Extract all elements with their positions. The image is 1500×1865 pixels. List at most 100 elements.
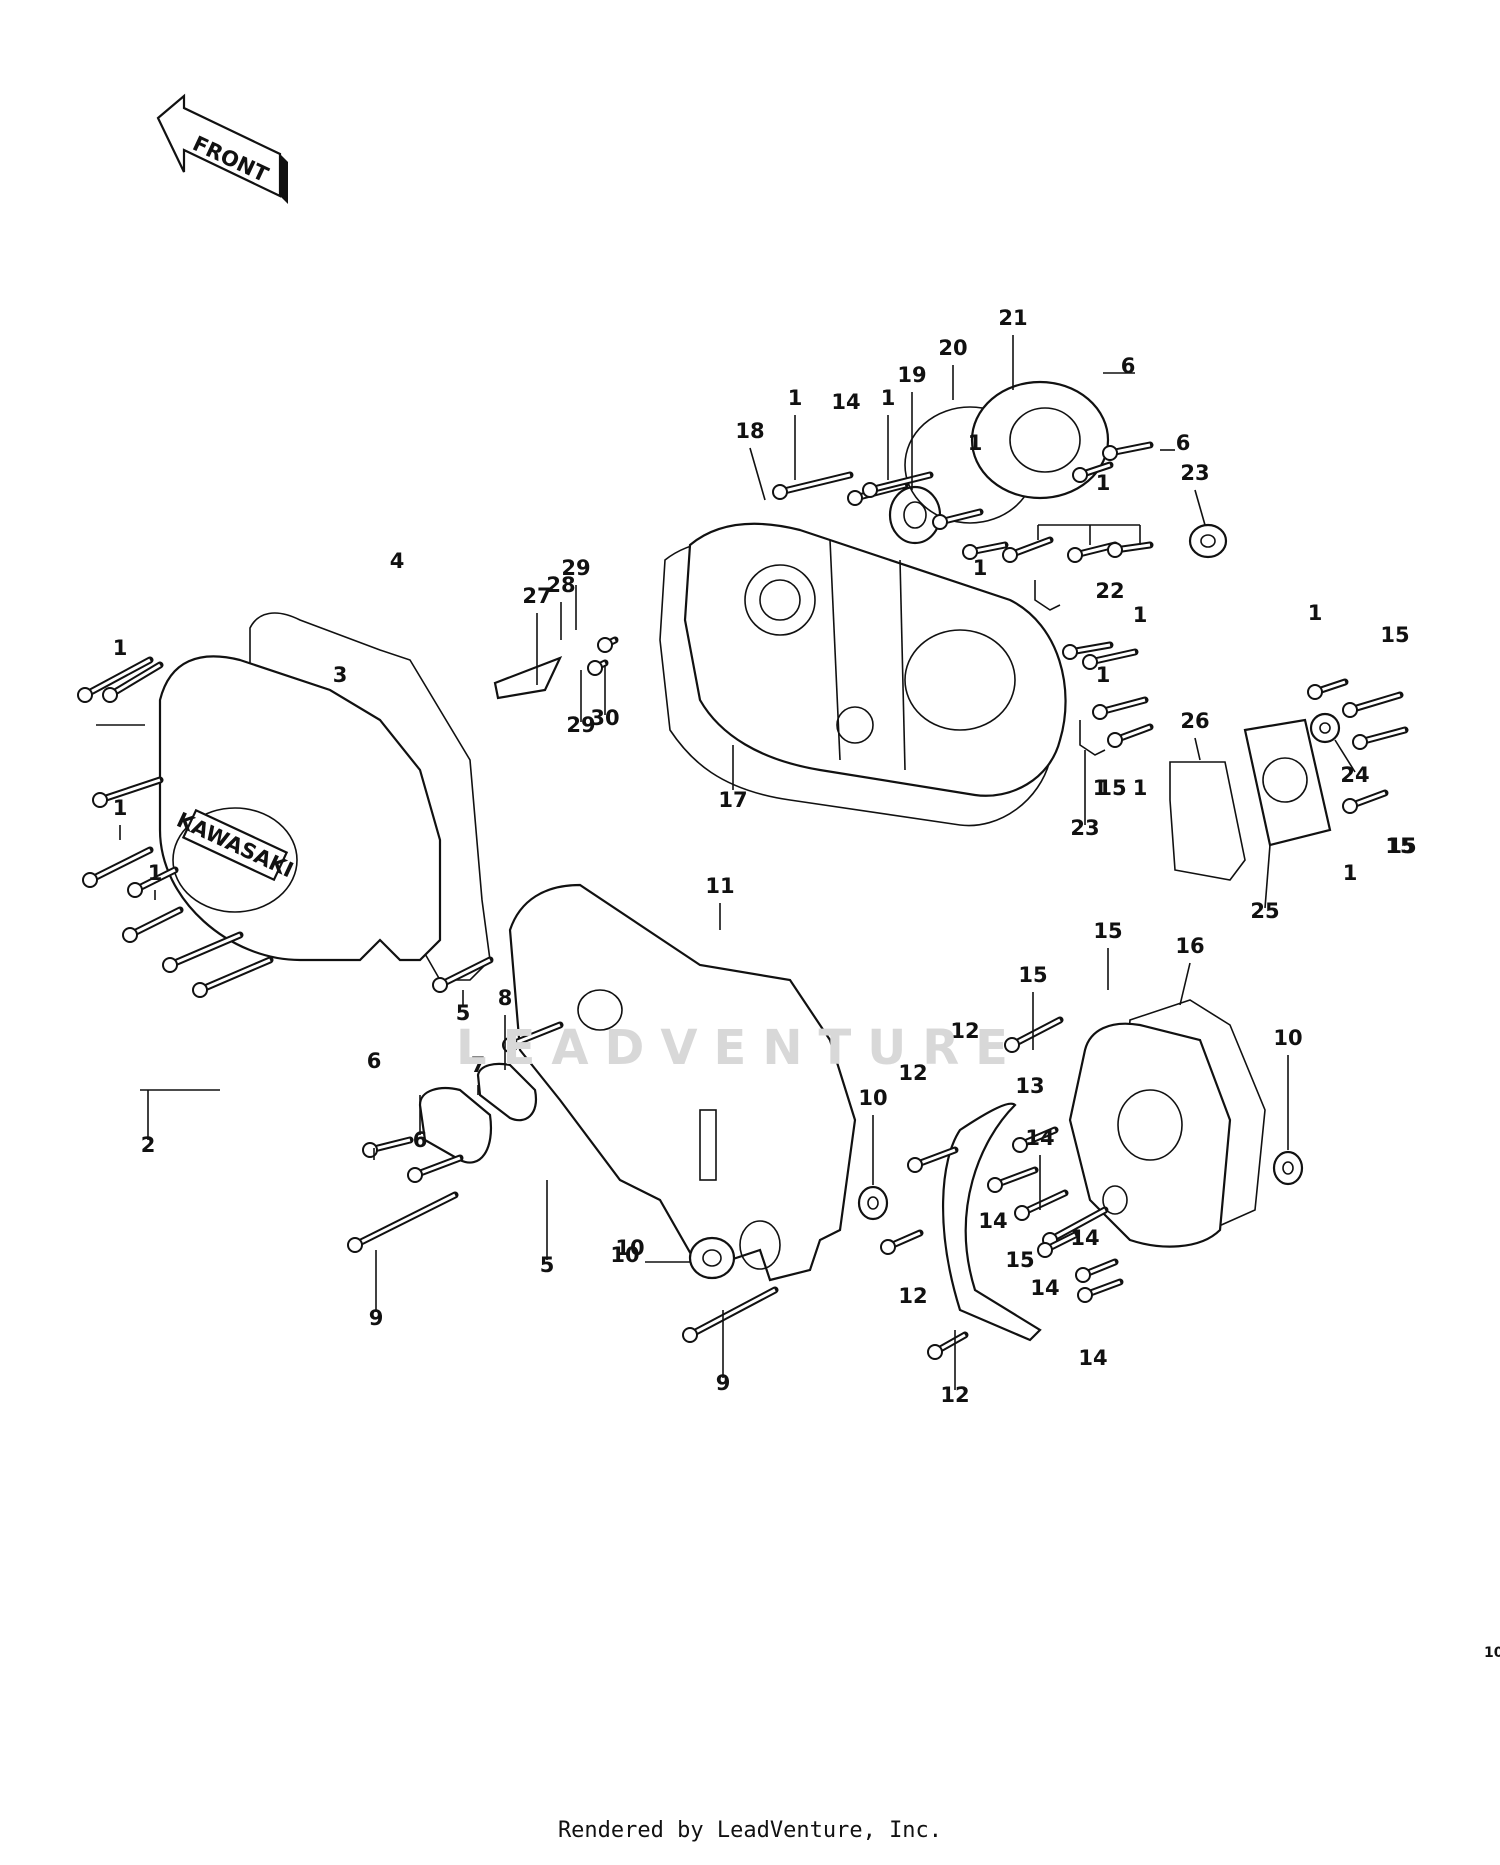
callout-number: 15	[1097, 776, 1126, 800]
bolt-shaft-highlight	[869, 473, 931, 492]
bolt-head	[102, 687, 118, 703]
bolt-shaft-highlight	[779, 473, 851, 494]
callout-number: 13	[1015, 1074, 1044, 1098]
bolt-head	[502, 1037, 518, 1053]
page-code: 10	[1484, 1645, 1500, 1661]
cover-16	[1068, 1022, 1232, 1248]
leader-line	[749, 447, 766, 501]
bolt-head	[1075, 1267, 1091, 1283]
seal-10b	[857, 1185, 889, 1221]
callout-number: 10	[610, 1243, 639, 1267]
callout-number: 14	[1070, 1226, 1099, 1250]
bolt-head	[82, 872, 98, 888]
callout-number: 14	[1030, 1276, 1059, 1300]
bolt-shaft-highlight	[129, 908, 181, 937]
callout-number: 27	[522, 584, 551, 608]
bolt-head	[1342, 798, 1358, 814]
bolt-shaft-highlight	[509, 1023, 561, 1047]
bolt-shaft-highlight	[439, 958, 491, 987]
callout-number: 15	[1387, 834, 1416, 858]
cover-26	[1243, 718, 1332, 847]
plate-8	[476, 1062, 538, 1122]
footer-credit: Rendered by LeadVenture, Inc.	[557, 1818, 943, 1843]
plate-28	[493, 655, 563, 700]
bolt-head	[1014, 1205, 1030, 1221]
bolt-shaft-highlight	[854, 483, 906, 500]
callout-number: 12	[950, 1019, 979, 1043]
callout-number: 12	[898, 1284, 927, 1308]
callout-number: 10	[615, 1236, 644, 1260]
bolt-head	[122, 927, 138, 943]
clip-23b	[1079, 720, 1106, 756]
bolt-head	[1107, 542, 1123, 558]
bolt-head	[1307, 684, 1323, 700]
callout-number: 26	[1180, 709, 1209, 733]
bolt-head	[1012, 1137, 1028, 1153]
bolt-shaft-highlight	[84, 658, 151, 697]
callout-number: 1	[973, 556, 988, 580]
bolt-head	[347, 1237, 363, 1253]
callout-number: 24	[1340, 763, 1369, 787]
callout-number: 1	[788, 386, 803, 410]
bolt-shaft-highlight	[414, 1156, 461, 1177]
callout-number: 1	[881, 386, 896, 410]
bolt-head	[127, 882, 143, 898]
callout-number: 23	[1070, 816, 1099, 840]
callout-number: 9	[369, 1306, 384, 1330]
bolt-head	[92, 792, 108, 808]
bolt-shaft-highlight	[1011, 1018, 1061, 1047]
callout-number: 12	[898, 1061, 927, 1085]
bolt-head	[1077, 1287, 1093, 1303]
callout-number: 15	[1093, 919, 1122, 943]
bolt-shaft-highlight	[199, 958, 271, 992]
callout-number: 1	[1133, 776, 1148, 800]
bolt-head	[1092, 704, 1108, 720]
bolt-head	[587, 660, 603, 676]
callout-number: 18	[735, 419, 764, 443]
leader-line	[1194, 737, 1201, 761]
bolt-head	[1067, 547, 1083, 563]
callout-number: 17	[718, 788, 747, 812]
seal-10c	[1272, 1150, 1304, 1186]
left-engine-cover: KAWASAKI	[158, 655, 442, 962]
callout-number: 1	[1343, 861, 1358, 885]
bolt-head	[847, 490, 863, 506]
callout-number: 8	[498, 986, 513, 1010]
callout-number: 1	[1308, 601, 1323, 625]
callout-number: 15	[1018, 963, 1047, 987]
callout-number: 11	[705, 874, 734, 898]
callout-number: 15	[1385, 834, 1414, 858]
center-cover	[508, 883, 857, 1282]
bolt-shaft-highlight	[1349, 693, 1401, 712]
bushing-25	[1309, 712, 1341, 744]
callout-number: 21	[998, 306, 1027, 330]
callout-number: 1	[113, 796, 128, 820]
gasket-27	[1169, 761, 1246, 881]
bolt-head	[962, 544, 978, 560]
callout-number: 1	[1096, 663, 1111, 687]
bolt-head	[597, 637, 613, 653]
callout-number: 14	[978, 1209, 1007, 1233]
callout-number: 10	[1273, 1026, 1302, 1050]
callout-number: 1	[1133, 603, 1148, 627]
clip-23a	[1034, 580, 1061, 611]
callout-number: 15	[1380, 623, 1409, 647]
bolt-head	[162, 957, 178, 973]
plate-7	[418, 1087, 493, 1164]
bolt-head	[880, 1239, 896, 1255]
bolt-head	[1352, 734, 1368, 750]
bolt-head	[987, 1177, 1003, 1193]
seal-10a	[688, 1236, 736, 1280]
callout-number: 2	[141, 1133, 156, 1157]
cap-22	[970, 380, 1110, 500]
callout-number: 29	[561, 556, 590, 580]
bolt-head	[907, 1157, 923, 1173]
bolt-shaft-highlight	[169, 933, 241, 967]
callout-number: 7	[471, 1053, 486, 1077]
bolt-head	[432, 977, 448, 993]
bolt-shaft-highlight	[354, 1193, 456, 1247]
leader-lines	[96, 335, 1356, 1390]
bolt-head	[77, 687, 93, 703]
callout-number: 6	[413, 1128, 428, 1152]
